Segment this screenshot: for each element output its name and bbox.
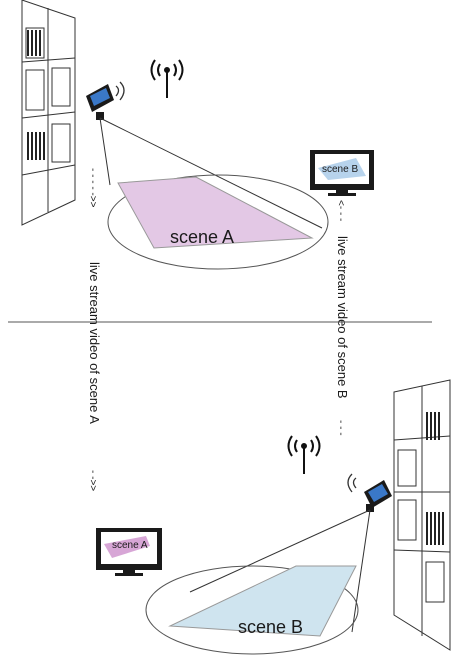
stream-label-b: live stream video of scene B bbox=[335, 236, 350, 399]
scene-b-floor-ellipse bbox=[145, 565, 359, 655]
camera-view-cone bbox=[99, 117, 323, 229]
arrow-b-head: <- - - bbox=[335, 200, 346, 221]
camera-phone-icon bbox=[347, 473, 392, 512]
monitor-top-label: scene B bbox=[322, 164, 358, 175]
scene-b-label: scene B bbox=[238, 617, 303, 637]
stream-label-a: live stream video of scene A bbox=[87, 262, 102, 424]
wifi-antenna-icon bbox=[287, 435, 321, 474]
arrow-a-upper: - - - - ->> bbox=[87, 168, 98, 208]
monitor-icon bbox=[96, 528, 162, 576]
scene-b-area bbox=[168, 565, 357, 637]
monitor-bottom-label: scene A bbox=[112, 540, 148, 551]
scene-a-label: scene A bbox=[170, 227, 234, 247]
arrow-a-lower: - ->> bbox=[87, 470, 98, 491]
camera-phone-icon bbox=[86, 81, 125, 120]
arrow-b-tail: - - - bbox=[335, 420, 346, 436]
shelf-icon bbox=[21, 0, 76, 226]
shelf-icon bbox=[393, 379, 451, 651]
monitor-icon bbox=[310, 150, 374, 196]
scene-a-floor-ellipse bbox=[107, 174, 329, 270]
camera-view-cone bbox=[189, 509, 371, 633]
scene-a-area bbox=[117, 176, 314, 249]
wifi-antenna-icon bbox=[150, 59, 184, 98]
